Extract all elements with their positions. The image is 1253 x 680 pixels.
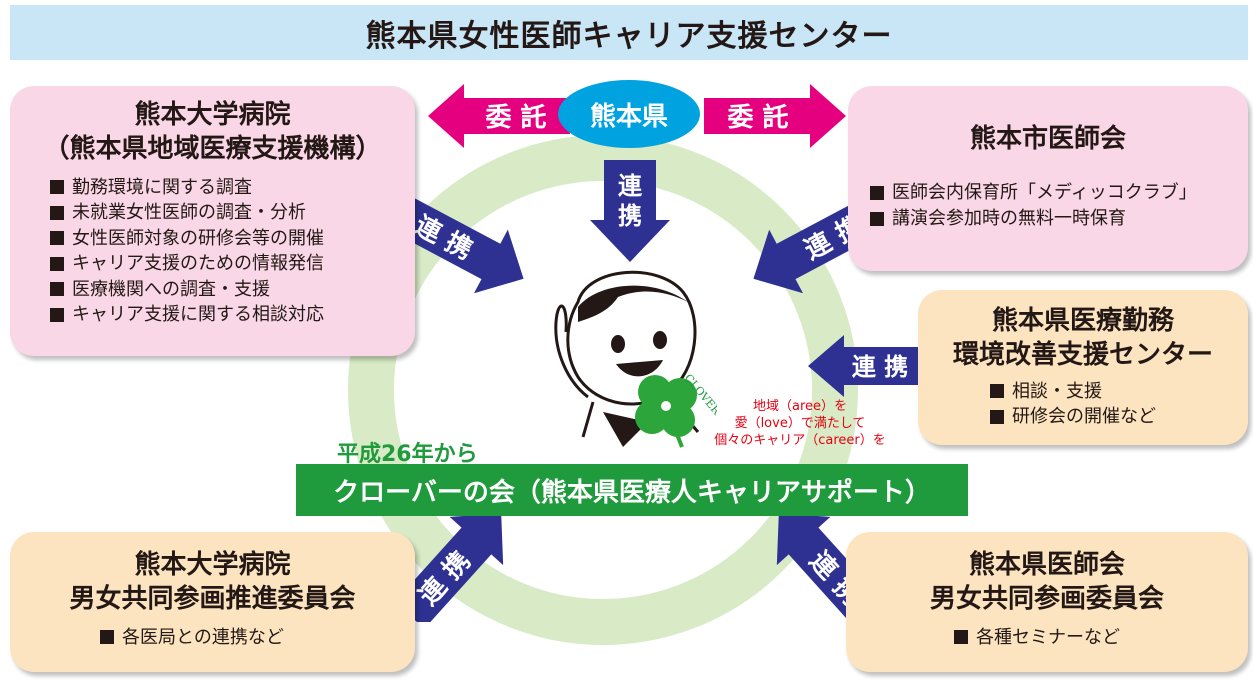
- list-item: 相談・支援: [990, 379, 1248, 405]
- cooperation-arrow-committee: 連 携: [394, 513, 504, 622]
- list-item: 研修会の開催など: [990, 404, 1248, 430]
- box-subtitle: 男女共同参画推進委員会: [69, 584, 356, 615]
- list-item: 女性医師対象の研修会等の開催: [50, 226, 415, 252]
- cooperation-arrow-workenv: 連 携: [808, 335, 920, 397]
- list-item: 各医局との連携など: [100, 625, 415, 651]
- list-item: キャリア支援に関する相談対応: [50, 302, 415, 328]
- commission-arrow-left: 委 託: [428, 84, 570, 148]
- list-item: 医師会内保育所「メディッコクラブ」: [870, 180, 1248, 206]
- box-subtitle: 男女共同参画委員会: [929, 584, 1164, 615]
- list-item: 講演会参加時の無料一時保育: [870, 206, 1248, 232]
- svg-text:携: 携: [618, 202, 642, 230]
- box-title: 熊本市医師会: [969, 124, 1126, 154]
- box-gender-committee: 熊本大学病院 男女共同参画推進委員会 各医局との連携など: [10, 532, 415, 672]
- list-item: 未就業女性医師の調査・分析: [50, 200, 415, 226]
- page-title: 熊本県女性医師キャリア支援センター: [10, 5, 1248, 60]
- box-subtitle: 環境改善支援センター: [952, 340, 1213, 371]
- cooperation-arrow-univ: 連 携: [388, 195, 524, 294]
- commission-label-left: 委 託: [485, 102, 546, 133]
- list-item: キャリア支援のための情報発信: [50, 251, 415, 277]
- list-item: 医療機関への調査・支援: [50, 277, 415, 303]
- list-item: 各種セミナーなど: [954, 625, 1248, 651]
- since-label: 平成26年から: [337, 442, 478, 467]
- box-title: 熊本大学病院: [134, 550, 291, 580]
- box-univ-hospital: 熊本大学病院 （熊本県地域医療支援機構） 勤務環境に関する調査 未就業女性医師の…: [10, 86, 415, 356]
- commission-label-right: 委 託: [727, 102, 788, 133]
- prefecture-node: 熊本県: [558, 80, 700, 148]
- box-work-env-center: 熊本県医療勤務 環境改善支援センター 相談・支援 研修会の開催など: [918, 290, 1248, 445]
- commission-arrow-right: 委 託: [704, 84, 846, 148]
- svg-text:連: 連: [618, 172, 643, 200]
- box-city-medical: 熊本市医師会 医師会内保育所「メディッコクラブ」 講演会参加時の無料一時保育: [848, 86, 1248, 271]
- tagline: 地域（aree）を 愛（love）で満たして 個々のキャリア（career）を: [714, 399, 886, 448]
- list-item: 勤務環境に関する調査: [50, 175, 415, 201]
- svg-text:連 携: 連 携: [852, 353, 908, 381]
- box-title: 熊本大学病院: [134, 100, 291, 130]
- clover-logo: CLOVER: [635, 372, 717, 448]
- clover-meeting-banner: クローバーの会（熊本県医療人キャリアサポート）: [296, 464, 968, 516]
- cooperation-arrow-down: 連 携: [590, 160, 670, 262]
- box-title: 熊本県医師会: [968, 550, 1125, 580]
- box-title: 熊本県医療勤務: [991, 306, 1174, 336]
- box-subtitle: （熊本県地域医療支援機構）: [43, 134, 382, 165]
- box-pref-medical: 熊本県医師会 男女共同参画委員会 各種セミナーなど: [846, 532, 1248, 672]
